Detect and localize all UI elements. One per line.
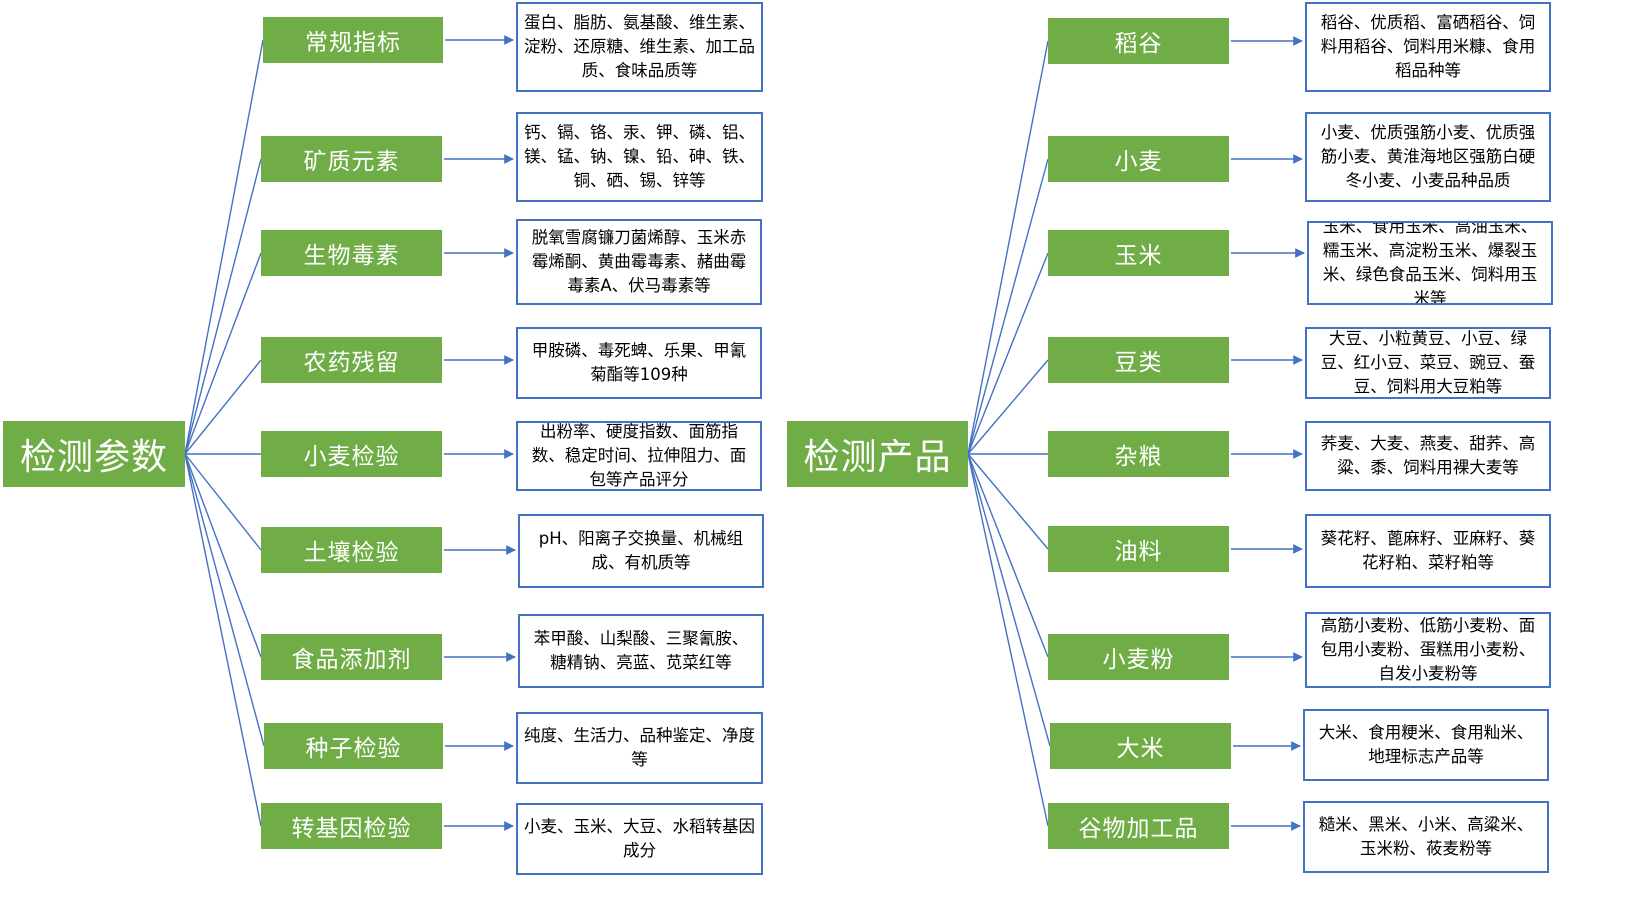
right-category-7: 大米: [1050, 723, 1231, 769]
left-desc-4: 出粉率、硬度指数、面筋指数、稳定时间、拉伸阻力、面包等产品评分: [516, 421, 762, 491]
left-desc-1: 钙、镉、铬、汞、钾、磷、铝、镁、锰、钠、镍、铅、砷、铁、铜、硒、锡、锌等: [516, 112, 763, 202]
right-category-2: 玉米: [1048, 230, 1229, 276]
right-desc-2: 玉米、食用玉米、高油玉米、糯玉米、高淀粉玉米、爆裂玉米、绿色食品玉米、饲料用玉米…: [1307, 221, 1553, 305]
right-category-6: 小麦粉: [1048, 634, 1229, 680]
left-desc-5: pH、阳离子交换量、机械组成、有机质等: [518, 514, 764, 588]
left-category-4: 小麦检验: [261, 431, 442, 477]
right-tree-line-7: [967, 453, 1051, 747]
left-tree-line-5: [184, 453, 262, 551]
right-tree-line-2: [967, 252, 1049, 455]
right-desc-8: 糙米、黑米、小米、高粱米、玉米粉、莜麦粉等: [1303, 801, 1549, 873]
left-tree-line-6: [184, 453, 262, 658]
right-root-box: 检测产品: [787, 421, 968, 487]
left-tree-line-2: [184, 252, 262, 455]
left-tree-line-8: [184, 453, 262, 827]
left-desc-7: 纯度、生活力、品种鉴定、净度等: [516, 712, 763, 784]
right-category-8: 谷物加工品: [1048, 803, 1229, 849]
right-desc-7: 大米、食用粳米、食用籼米、地理标志产品等: [1303, 709, 1549, 781]
left-tree-line-3: [184, 359, 262, 455]
left-category-6: 食品添加剂: [261, 634, 442, 680]
right-category-4: 杂粮: [1048, 431, 1229, 477]
left-tree-line-0: [184, 39, 264, 455]
right-tree-line-1: [967, 158, 1049, 455]
left-tree-line-1: [184, 158, 262, 455]
right-tree-line-8: [967, 453, 1049, 827]
right-tree-line-6: [967, 453, 1049, 658]
right-desc-1: 小麦、优质强筋小麦、优质强筋小麦、黄淮海地区强筋白硬冬小麦、小麦品种品质: [1305, 112, 1551, 202]
left-root-box: 检测参数: [3, 421, 185, 487]
left-desc-0: 蛋白、脂肪、氨基酸、维生素、淀粉、还原糖、维生素、加工品质、食味品质等: [516, 2, 763, 92]
right-desc-6: 高筋小麦粉、低筋小麦粉、面包用小麦粉、蛋糕用小麦粉、自发小麦粉等: [1305, 612, 1551, 688]
left-category-7: 种子检验: [264, 723, 443, 769]
left-category-8: 转基因检验: [261, 803, 442, 849]
left-category-0: 常规指标: [263, 17, 443, 63]
right-tree-line-5: [967, 453, 1049, 550]
right-category-5: 油料: [1048, 526, 1229, 572]
left-desc-8: 小麦、玉米、大豆、水稻转基因成分: [516, 803, 763, 875]
left-category-3: 农药残留: [261, 337, 442, 383]
left-category-5: 土壤检验: [261, 527, 442, 573]
right-category-0: 稻谷: [1048, 18, 1229, 64]
right-category-1: 小麦: [1048, 136, 1229, 182]
right-desc-5: 葵花籽、蓖麻籽、亚麻籽、葵花籽粕、菜籽粕等: [1305, 514, 1551, 588]
left-desc-2: 脱氧雪腐镰刀菌烯醇、玉米赤霉烯酮、黄曲霉毒素、赭曲霉毒素A、伏马毒素等: [516, 219, 762, 305]
right-desc-3: 大豆、小粒黄豆、小豆、绿豆、红小豆、菜豆、豌豆、蚕豆、饲料用大豆粕等: [1305, 327, 1551, 399]
right-desc-0: 稻谷、优质稻、富硒稻谷、饲料用稻谷、饲料用米糠、食用稻品种等: [1305, 2, 1551, 92]
left-category-2: 生物毒素: [261, 230, 442, 276]
left-desc-3: 甲胺磷、毒死蜱、乐果、甲氰菊酯等109种: [516, 327, 762, 399]
right-tree-line-0: [967, 40, 1049, 455]
right-desc-4: 荞麦、大麦、燕麦、甜荞、高粱、黍、饲料用裸大麦等: [1305, 421, 1551, 491]
right-tree-line-3: [967, 359, 1049, 455]
left-desc-6: 苯甲酸、山梨酸、三聚氰胺、糖精钠、亮蓝、苋菜红等: [518, 614, 764, 688]
left-category-1: 矿质元素: [261, 136, 442, 182]
right-category-3: 豆类: [1048, 337, 1229, 383]
left-tree-line-7: [184, 453, 265, 747]
